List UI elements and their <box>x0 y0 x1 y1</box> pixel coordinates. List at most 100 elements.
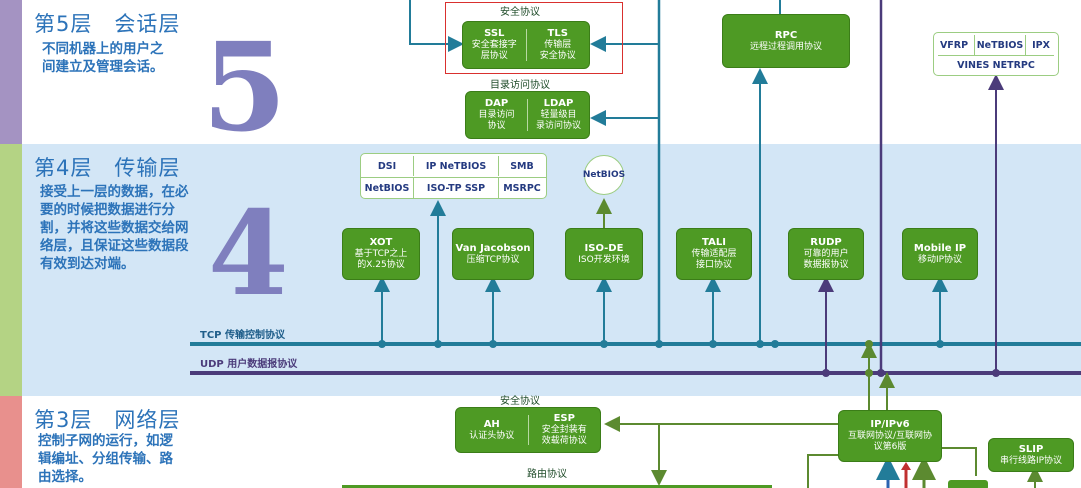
network-desc-line: 由选择。 <box>38 469 92 485</box>
dap-title: DAP <box>484 98 509 109</box>
transport-layer-stripe <box>0 144 22 396</box>
tali-box[interactable]: TALI 传输适配层 接口协议 <box>676 228 752 280</box>
tls-title: TLS <box>547 28 568 39</box>
transport-desc-line: 接受上一层的数据，在必 <box>40 184 189 200</box>
udp-line-label: UDP 用户数据报协议 <box>200 359 298 370</box>
divider <box>525 28 527 62</box>
ssl-sub: 层协议 <box>480 51 508 61</box>
session-layer-title: 第5层 会话层 <box>34 12 181 36</box>
protocol-vines-netrpc[interactable]: VINES NETRPC <box>938 55 1054 74</box>
tls-box[interactable]: TLS 传输层 安全协议 <box>527 22 590 68</box>
network-layer-stripe <box>0 396 22 488</box>
xot-sub: 基于TCP之上 <box>354 249 408 259</box>
network-desc-line: 辑编址、分组传输、路 <box>38 451 173 467</box>
transport-desc-line: 络层，且保证这些数据段 <box>40 238 189 254</box>
routing-protocol-caption: 路由协议 <box>527 469 567 480</box>
ssl-tls-box[interactable]: SSL 安全套接字 层协议 TLS 传输层 安全协议 <box>462 21 590 69</box>
esp-box[interactable]: ESP 安全封装有 效载荷协议 <box>529 408 601 452</box>
protocol-ipx[interactable]: IPX <box>1032 39 1050 51</box>
rudp-sub: 可靠的用户 <box>803 249 849 259</box>
xot-sub: 的X.25协议 <box>357 260 405 270</box>
protocol-iso-tp-ssp[interactable]: ISO-TP SSP <box>413 177 499 198</box>
network-layer-description: 控制子网的运行，如逻 辑编址、分组传输、路 由选择。 <box>38 432 173 486</box>
transport-desc-line: 要的时候把数据进行分 <box>40 202 175 218</box>
rudp-title: RUDP <box>810 237 842 248</box>
esp-title: ESP <box>553 413 575 424</box>
ah-title: AH <box>483 418 500 430</box>
van-jacobson-sub: 压缩TCP协议 <box>466 254 520 265</box>
tali-sub: 接口协议 <box>695 260 732 270</box>
transport-layer-title: 第4层 传输层 <box>34 156 181 180</box>
protocol-smb[interactable]: SMB <box>510 160 534 172</box>
ah-esp-box[interactable]: AH 认证头协议 ESP 安全封装有 效载荷协议 <box>455 407 601 453</box>
mobile-ip-title: Mobile IP <box>913 242 967 254</box>
transport-desc-line: 割，并将这些数据交给网 <box>40 220 189 236</box>
ip-ipv6-sub: 议第6版 <box>873 442 907 452</box>
protocol-netbios[interactable]: NetBIOS <box>361 177 413 198</box>
divider <box>527 414 529 446</box>
dap-box[interactable]: DAP 目录访问 协议 <box>466 92 527 138</box>
ip-ipv6-sub: 互联网协议/互联网协 <box>847 431 933 441</box>
netbios-circle[interactable]: NetBIOS <box>583 155 625 195</box>
iso-de-box[interactable]: ISO-DE ISO开发环境 <box>565 228 643 280</box>
esp-sub: 安全封装有 <box>541 425 587 435</box>
ip-ipv6-title: IP/IPv6 <box>870 419 910 430</box>
session-protocol-grid: VFRP NeTBIOS IPX VINES NETRPC <box>933 32 1059 76</box>
tls-sub: 传输层 <box>544 40 572 50</box>
slip-box[interactable]: SLIP 串行线路IP协议 <box>988 438 1074 472</box>
ldap-sub: 轻量级目 <box>540 110 577 120</box>
layer-number-5: 5 <box>202 15 287 159</box>
dap-sub: 目录访问 <box>478 110 515 120</box>
rpc-title: RPC <box>774 29 798 41</box>
directory-access-caption: 目录访问协议 <box>490 80 550 91</box>
ip-ipv6-box[interactable]: IP/IPv6 互联网协议/互联网协 议第6版 <box>838 410 942 462</box>
rudp-sub: 数据报协议 <box>803 260 849 270</box>
ldap-sub: 录访问协议 <box>535 121 581 131</box>
tcp-line-label: TCP 传输控制协议 <box>200 330 285 341</box>
security-protocol-caption: 安全协议 <box>500 7 540 18</box>
ah-sub: 认证头协议 <box>469 430 515 441</box>
ldap-box[interactable]: LDAP 轻量级目 录访问协议 <box>528 92 589 138</box>
session-desc-line: 不同机器上的用户之 <box>42 41 164 57</box>
tali-title: TALI <box>702 237 726 248</box>
xot-box[interactable]: XOT 基于TCP之上 的X.25协议 <box>342 228 420 280</box>
tls-sub: 安全协议 <box>539 51 576 61</box>
van-jacobson-box[interactable]: Van Jacobson 压缩TCP协议 <box>452 228 534 280</box>
transport-protocol-grid: DSI IP NeTBIOS SMB NetBIOS ISO-TP SSP MS… <box>360 153 547 199</box>
network-desc-line: 控制子网的运行，如逻 <box>38 433 173 449</box>
slip-sub: 串行线路IP协议 <box>999 455 1063 466</box>
session-desc-line: 间建立及管理会话。 <box>42 59 164 75</box>
protocol-dsi[interactable]: DSI <box>377 160 397 172</box>
ah-box[interactable]: AH 认证头协议 <box>456 408 528 452</box>
mobile-ip-sub: 移动IP协议 <box>917 254 963 265</box>
network-layer-title: 第3层 网络层 <box>34 408 181 432</box>
mobile-ip-box[interactable]: Mobile IP 移动IP协议 <box>902 228 978 280</box>
rpc-box[interactable]: RPC 远程过程调用协议 <box>722 14 850 68</box>
divider <box>527 98 528 132</box>
network-security-caption: 安全协议 <box>500 396 540 407</box>
highlight-frame <box>445 2 623 74</box>
layer-number-4: 4 <box>208 186 289 322</box>
rpc-sub: 远程过程调用协议 <box>749 41 822 52</box>
ldap-title: LDAP <box>543 98 574 109</box>
xot-title: XOT <box>369 237 393 248</box>
session-layer-description: 不同机器上的用户之 间建立及管理会话。 <box>42 40 164 76</box>
iso-de-title: ISO-DE <box>584 242 624 254</box>
protocol-netbios[interactable]: NeTBIOS <box>974 35 1026 55</box>
dap-ldap-box[interactable]: DAP 目录访问 协议 LDAP 轻量级目 录访问协议 <box>465 91 590 139</box>
transport-desc-line: 有效到达对端。 <box>40 256 135 272</box>
ssl-sub: 安全套接字 <box>471 40 517 50</box>
slip-title: SLIP <box>1018 443 1044 455</box>
rudp-box[interactable]: RUDP 可靠的用户 数据报协议 <box>788 228 864 280</box>
protocol-ip-netbios[interactable]: IP NeTBIOS <box>413 156 499 176</box>
protocol-vfrp[interactable]: VFRP <box>939 39 969 51</box>
session-layer-stripe <box>0 0 22 144</box>
transport-layer-description: 接受上一层的数据，在必 要的时候把数据进行分 割，并将这些数据交给网 络层，且保… <box>40 183 189 273</box>
ssl-box[interactable]: SSL 安全套接字 层协议 <box>463 22 526 68</box>
protocol-msrpc[interactable]: MSRPC <box>497 177 547 198</box>
tali-sub: 传输适配层 <box>691 249 737 259</box>
iso-de-sub: ISO开发环境 <box>578 254 630 265</box>
dap-sub: 协议 <box>487 121 506 131</box>
van-jacobson-title: Van Jacobson <box>455 242 531 254</box>
